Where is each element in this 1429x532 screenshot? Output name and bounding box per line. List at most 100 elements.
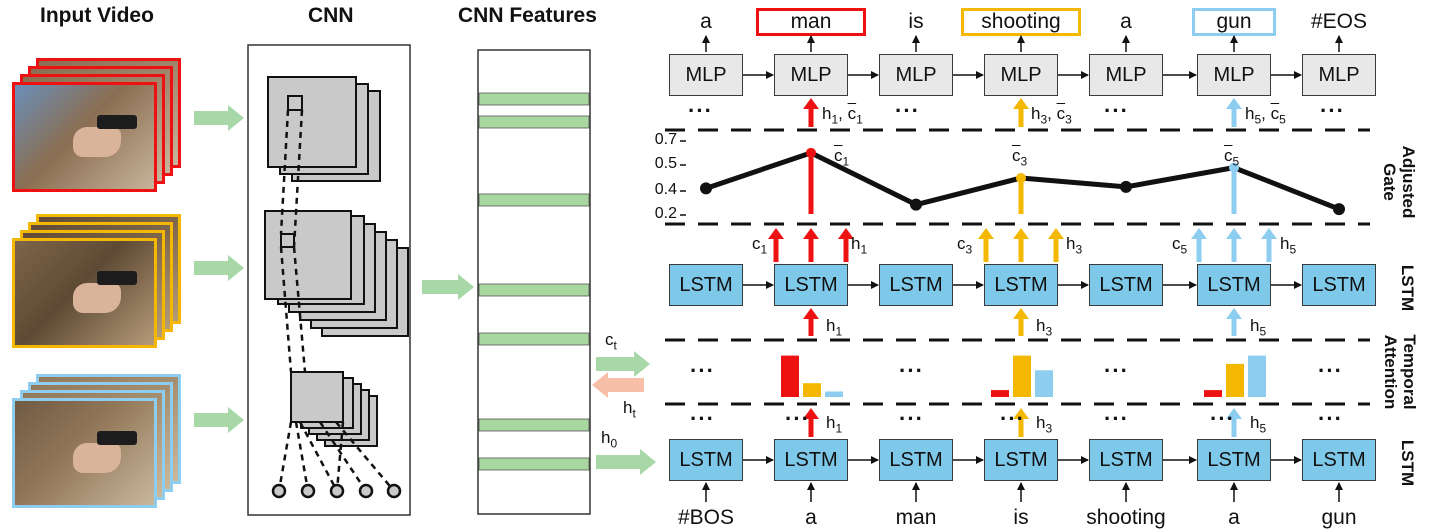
header-cnn: CNN <box>308 4 354 27</box>
input-word-2: man <box>895 506 937 529</box>
lstm-top-node-5: LSTM <box>1197 264 1271 306</box>
lstm-top-node-3: LSTM <box>984 264 1058 306</box>
video-stack-yellow-gun-shape <box>97 271 137 285</box>
gate-in-h-5 <box>1261 228 1277 262</box>
label-c5: c5 <box>1172 234 1188 257</box>
mlp-node-1: MLP <box>774 54 848 96</box>
gate-in-c-5 <box>1191 228 1207 262</box>
gate-point-1 <box>806 147 816 158</box>
label-h5-gate: h5 <box>1280 234 1297 257</box>
attention-bar-h5-yellow <box>1226 363 1244 397</box>
gate-ytick-2: 0.4 <box>654 181 677 198</box>
mlp-up-arrow-3 <box>1013 98 1029 127</box>
label-h3-lstm: h3 <box>1036 316 1053 339</box>
video-stack-red-hand-shape <box>73 127 121 157</box>
lstm-top-node-0: LSTM <box>669 264 743 306</box>
cnn-output-neurons <box>271 483 402 499</box>
gate-in-c-3 <box>978 228 994 262</box>
output-word-2: is <box>908 10 924 33</box>
label-h1-cbar1: h1, c1 <box>822 104 863 127</box>
arrow-ht-to-features <box>592 372 644 398</box>
video-stack-red-frame-0 <box>12 82 157 192</box>
lstm-bottom-node-1: LSTM <box>774 439 848 481</box>
gate-in-mid-1 <box>803 228 819 262</box>
lstm-bottom-node-5: LSTM <box>1197 439 1271 481</box>
ellipsis-5: ··· <box>899 358 924 383</box>
input-word-5: a <box>1228 506 1240 529</box>
label-h3-cbar3: h3, c3 <box>1031 104 1072 127</box>
label-h3-attn: h3 <box>1036 413 1053 436</box>
lstm-bottom-node-6: LSTM <box>1302 439 1376 481</box>
label-ct: ct <box>605 330 617 353</box>
attention-bar-h5-blue <box>1248 355 1266 397</box>
label-c1: c1 <box>752 234 768 257</box>
ellipsis-7: ··· <box>1318 358 1343 383</box>
ellipsis-2: ··· <box>1104 98 1129 123</box>
arrow-video-to-cnn-1 <box>194 105 244 131</box>
ellipsis-9: ··· <box>785 406 810 431</box>
gate-in-mid-5 <box>1226 228 1242 262</box>
ellipsis-12: ··· <box>1104 406 1129 431</box>
label-h3-gate: h3 <box>1066 234 1083 257</box>
gate-ytick-0: 0.7 <box>654 131 677 148</box>
output-word-5: gun <box>1192 8 1276 36</box>
dynamic-graphics <box>700 35 1345 502</box>
video-stack-blue-frame-0 <box>12 398 157 508</box>
attention-bar-h5-red <box>1204 390 1222 397</box>
feature-stripe-1 <box>478 115 590 129</box>
output-word-3: shooting <box>961 8 1081 36</box>
gate-point-5 <box>1229 162 1239 173</box>
lstm-top-node-1: LSTM <box>774 264 848 306</box>
gate-point-0 <box>700 182 712 195</box>
feature-stripes <box>478 92 590 471</box>
attn-arrow-3 <box>1013 408 1029 437</box>
header-input-video: Input Video <box>40 4 154 27</box>
mlp-up-arrow-5 <box>1226 98 1242 127</box>
ellipsis-11: ··· <box>1000 406 1025 431</box>
feature-stripe-4 <box>478 332 590 346</box>
mlp-node-3: MLP <box>984 54 1058 96</box>
input-word-6: gun <box>1321 506 1357 529</box>
attention-bar-h3-blue <box>1035 370 1053 397</box>
output-word-0: a <box>700 10 712 33</box>
attention-bar-h3-red <box>991 390 1009 397</box>
ellipsis-13: ··· <box>1210 406 1235 431</box>
input-word-3: is <box>1013 506 1029 529</box>
ellipsis-3: ··· <box>1320 98 1345 123</box>
attention-bar-h1-blue <box>825 391 843 397</box>
label-h1-attn: h1 <box>826 413 843 436</box>
mlp-node-5: MLP <box>1197 54 1271 96</box>
lstm-up-arrow-1 <box>803 308 819 336</box>
dashed-separators <box>665 128 1370 406</box>
ellipsis-14: ··· <box>1318 406 1343 431</box>
cnn-receptive-lines <box>277 109 395 492</box>
gate-point-3 <box>1016 173 1026 183</box>
lstm-up-arrow-5 <box>1226 308 1242 336</box>
gate-in-h-1 <box>838 228 854 262</box>
arrow-video-to-cnn-2 <box>194 255 244 281</box>
mlp-node-6: MLP <box>1302 54 1376 96</box>
feature-stripe-6 <box>478 457 590 471</box>
label-ht: ht <box>623 398 636 421</box>
input-word-1: a <box>805 506 817 529</box>
arrow-ct-to-attention <box>596 351 650 377</box>
output-word-4: a <box>1120 10 1132 33</box>
gate-point-6 <box>1333 203 1345 216</box>
feature-stripe-5 <box>478 418 590 432</box>
video-stack-yellow-hand-shape <box>73 283 121 313</box>
ellipsis-4: ··· <box>690 358 715 383</box>
lstm-bottom-node-0: LSTM <box>669 439 743 481</box>
lstm-bottom-node-2: LSTM <box>879 439 953 481</box>
label-h1-lstm: h1 <box>826 316 843 339</box>
gate-in-mid-3 <box>1013 228 1029 262</box>
label-cbar3: c3 <box>1012 146 1028 169</box>
mlp-node-2: MLP <box>879 54 953 96</box>
gate-ytick-1: 0.5 <box>654 155 677 172</box>
ellipsis-1: ··· <box>895 98 920 123</box>
video-stack-blue-gun-shape <box>97 431 137 445</box>
cnn-layer-1 <box>267 76 381 182</box>
feature-stripe-0 <box>478 92 590 106</box>
mlp-node-0: MLP <box>669 54 743 96</box>
arrow-h0-to-lstm <box>596 449 656 475</box>
